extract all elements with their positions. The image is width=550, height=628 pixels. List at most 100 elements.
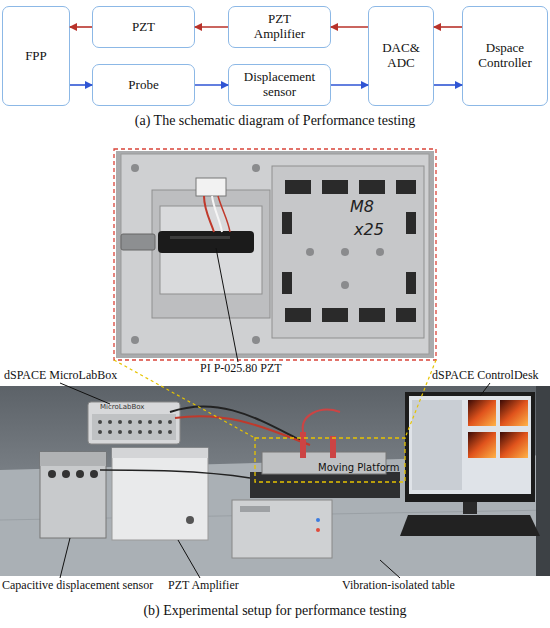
stage-inset-photo — [306, 248, 314, 256]
setup-photo — [186, 516, 194, 524]
setup-photo — [100, 470, 250, 478]
setup-photo — [303, 410, 340, 432]
setup-photo — [138, 420, 142, 424]
zoom-frame — [255, 438, 405, 482]
stage-inset-photo — [341, 281, 349, 289]
stage-inset-photo — [396, 180, 416, 194]
part-label: PI P-025.80 PZT — [200, 362, 282, 375]
setup-photo — [468, 400, 496, 426]
setup-photo — [112, 448, 208, 458]
stage-inset-photo — [282, 212, 292, 234]
stage-inset-photo — [196, 178, 226, 196]
signal-arrow — [195, 26, 228, 28]
setup-photo — [240, 506, 270, 512]
setup-photo — [148, 420, 152, 424]
stage-inset-photo — [121, 154, 429, 354]
process-box: Displacement sensor — [228, 64, 331, 106]
setup-photo — [468, 432, 496, 458]
box-label: Dspace Controller — [474, 41, 536, 71]
setup-photo — [40, 452, 106, 538]
signal-arrow — [434, 84, 462, 86]
setup-photo — [108, 430, 112, 434]
part-label: Capacitive displacement sensor — [2, 579, 153, 592]
setup-photo — [170, 406, 300, 440]
process-box: DAC& ADC — [368, 6, 434, 106]
setup-photo — [500, 400, 528, 426]
leader-line — [60, 383, 110, 404]
setup-photo — [400, 515, 540, 536]
setup-photo — [405, 392, 535, 502]
signal-arrow — [70, 26, 92, 28]
box-label: PZT Amplifier — [249, 12, 311, 42]
signal-arrow — [331, 84, 368, 86]
stage-inset-photo — [252, 336, 260, 344]
setup-photo — [88, 402, 180, 444]
stage-inset-photo — [218, 196, 230, 232]
stage-inset-photo — [282, 272, 292, 294]
box-label: FPP — [25, 49, 47, 64]
stage-inset-photo — [396, 308, 416, 322]
box-label: Displacement sensor — [236, 70, 324, 100]
setup-photo — [92, 414, 176, 440]
caption: (a) The schematic diagram of Performance… — [0, 113, 550, 128]
stage-inset-photo — [285, 308, 311, 322]
setup-photo — [112, 448, 208, 540]
setup-photo — [40, 452, 106, 466]
stage-inset-photo — [359, 308, 385, 322]
inset-frame — [114, 149, 436, 360]
stage-inset-photo — [158, 231, 254, 253]
stage-inset-photo — [406, 272, 416, 294]
stage-inset-photo — [116, 151, 434, 358]
part-label: dSPACE ControlDesk — [432, 369, 539, 382]
stage-inset-photo — [359, 180, 385, 194]
setup-photo — [536, 386, 550, 576]
setup-photo — [0, 386, 550, 576]
zoom-line — [405, 360, 436, 438]
process-box: PZT Amplifier — [228, 6, 331, 48]
leader-line — [216, 248, 238, 362]
setup-photo — [108, 420, 112, 424]
handwritten-mark: M8 — [350, 198, 374, 216]
setup-photo — [98, 420, 102, 424]
box-label: PZT — [132, 20, 155, 35]
setup-photo — [158, 420, 162, 424]
setup-photo — [409, 396, 531, 494]
part-label: PZT Amplifier — [168, 579, 239, 592]
setup-photo — [158, 430, 162, 434]
setup-photo — [0, 386, 550, 576]
part-label: Vibration-isolated table — [342, 579, 455, 592]
setup-photo — [300, 432, 306, 458]
box-label: Probe — [128, 78, 158, 93]
setup-photo — [412, 400, 462, 490]
stage-inset-photo — [341, 248, 349, 256]
setup-photo — [250, 472, 400, 498]
signal-arrow — [70, 84, 92, 86]
setup-photo — [463, 502, 477, 514]
setup-photo — [76, 470, 84, 478]
stage-inset-photo — [406, 212, 416, 234]
setup-photo — [232, 500, 332, 558]
setup-photo — [148, 430, 152, 434]
stage-inset-photo — [121, 234, 155, 250]
process-box: Probe — [92, 64, 195, 106]
stage-inset-photo — [152, 190, 270, 318]
setup-photo — [316, 528, 320, 532]
stage-inset-photo — [252, 164, 260, 172]
setup-photo — [330, 436, 336, 458]
setup-photo — [128, 420, 132, 424]
leader-line — [480, 383, 490, 396]
setup-photo — [500, 432, 528, 458]
part-label: Moving Platform — [318, 462, 399, 473]
stage-inset-photo — [322, 308, 348, 322]
setup-photo — [62, 470, 70, 478]
stage-inset-photo — [272, 166, 424, 338]
setup-photo — [316, 518, 320, 522]
process-box: FPP — [2, 6, 70, 106]
signal-arrow — [434, 26, 462, 28]
handwritten-mark: x25 — [354, 221, 384, 239]
caption: (b) Experimental setup for performance t… — [0, 603, 550, 618]
stage-inset-photo — [285, 180, 311, 194]
setup-photo — [48, 470, 56, 478]
setup-photo — [168, 420, 172, 424]
